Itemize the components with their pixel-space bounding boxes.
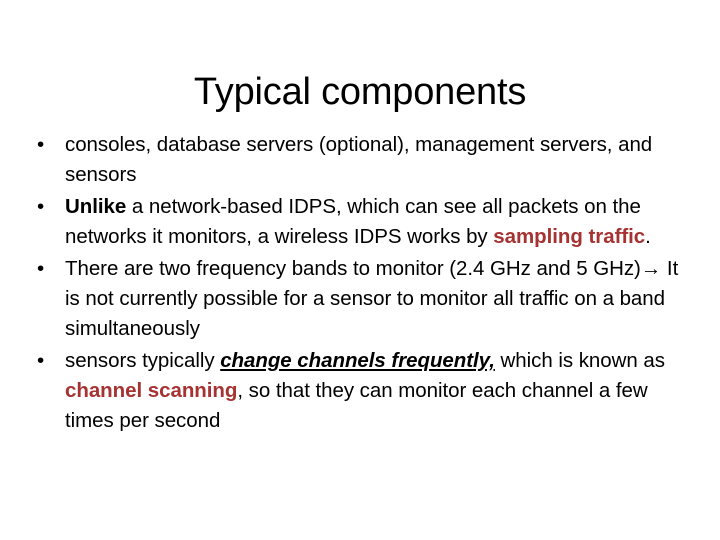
bullet-1-text: consoles, database servers (optional), m…: [65, 133, 652, 186]
bullet-2-text: Unlike a network-based IDPS, which can s…: [65, 195, 651, 248]
list-item: • sensors typically change channels freq…: [30, 346, 694, 436]
bullet-marker-icon: •: [37, 257, 45, 280]
page-title: Typical components: [193, 71, 527, 114]
bullet-2-segment-1: Unlike: [65, 195, 127, 218]
list-item: • There are two frequency bands to monit…: [30, 254, 694, 344]
list-item: • Unlike a network-based IDPS, which can…: [30, 192, 694, 252]
slide-body: • consoles, database servers (optional),…: [30, 130, 694, 438]
bullet-marker-icon: •: [37, 133, 45, 156]
bullet-list: • consoles, database servers (optional),…: [30, 130, 694, 436]
bullet-4-segment-2-emphasis: change channels frequently,: [220, 349, 495, 372]
bullet-4-segment-5: , so that they can monitor each channel …: [65, 379, 648, 432]
bullet-2-segment-4: .: [645, 225, 651, 248]
bullet-3-text: There are two frequency bands to monitor…: [65, 257, 678, 340]
bullet-marker-icon: •: [37, 195, 45, 218]
bullet-4-segment-4-highlight: channel scanning: [65, 379, 238, 402]
bullet-4-segment-3: which is known as: [494, 349, 665, 372]
bullet-1-segment-1: consoles, database servers (optional), m…: [65, 133, 653, 186]
bullet-4-text: sensors typically change channels freque…: [65, 349, 665, 432]
list-item: • consoles, database servers (optional),…: [30, 130, 694, 190]
bullet-2-segment-3-highlight: sampling traffic: [493, 225, 646, 248]
bullet-2-segment-2: a network-based IDPS, which can see all …: [65, 195, 641, 248]
bullet-4-segment-1: sensors typically: [65, 349, 221, 372]
bullet-marker-icon: •: [37, 349, 45, 372]
bullet-3-segment-1: There are two frequency bands to monitor…: [65, 257, 679, 340]
